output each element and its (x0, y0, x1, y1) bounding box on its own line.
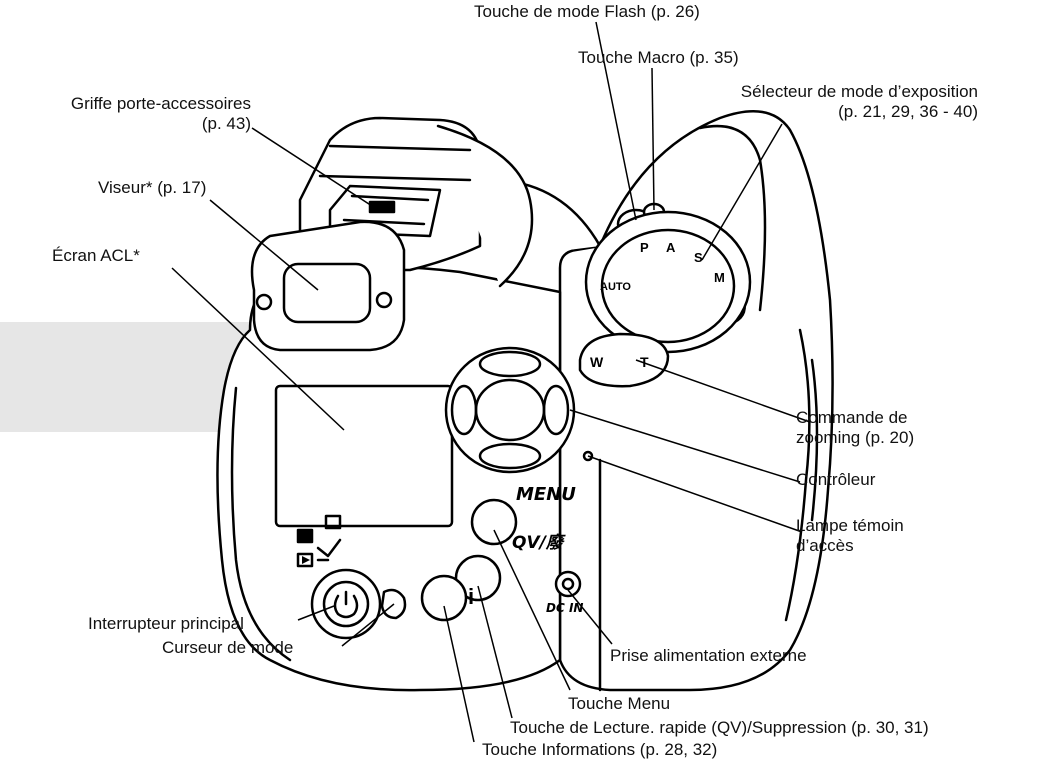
playback-mode-icon (296, 552, 314, 568)
label-menu-button: Touche Menu (568, 694, 671, 713)
leader-lamp (587, 455, 803, 533)
info-marking: i (468, 584, 474, 609)
label-viewfinder: Viseur* (p. 17) (98, 178, 207, 197)
label-lcd-screen: Écran ACL* (52, 246, 140, 265)
leader-shoe (251, 127, 373, 207)
dial-auto-marking: AUTO (600, 281, 631, 293)
label-accessory-shoe: Griffe porte-accessoires (p. 43) (70, 94, 251, 133)
viewfinder-window (282, 262, 372, 324)
label-mode-slider: Curseur de mode (162, 638, 294, 657)
dial-p-marking: P (640, 240, 649, 255)
leader-viewfinder (209, 199, 319, 291)
leader-menu (493, 529, 571, 691)
leader-exposure (701, 123, 783, 261)
dial-m-marking: M (714, 270, 725, 285)
zoom-w-marking: W (590, 354, 604, 370)
label-main-switch: Interrupteur principal (88, 614, 244, 633)
dial-a-marking: A (666, 240, 676, 255)
lcd-screen (274, 384, 454, 528)
label-qv-delete-button: Touche de Lecture. rapide (QV)/Suppressi… (510, 718, 929, 737)
access-lamp (582, 450, 594, 462)
leader-qvdel (477, 585, 513, 719)
label-exposure-dial: Sélecteur de mode d’exposition (p. 21, 2… (740, 82, 978, 121)
qv-marking: QV/廢 (512, 533, 566, 553)
leader-mode (341, 603, 395, 647)
dial-s-marking: S (694, 250, 703, 265)
zoom-lever (578, 332, 670, 388)
zoom-t-marking: T (640, 354, 649, 370)
label-controller: Contrôleur (796, 470, 876, 489)
record-mode-icon (296, 528, 314, 544)
leader-info (443, 605, 475, 743)
leader-power (297, 605, 335, 621)
menu-button (470, 498, 518, 546)
label-zoom-lever: Commande de zooming (p. 20) (796, 408, 915, 447)
dc-in-marking: DC IN (546, 601, 583, 615)
leader-flash (595, 21, 637, 221)
label-flash-button: Touche de mode Flash (p. 26) (474, 2, 700, 21)
leader-controller (569, 409, 801, 483)
label-dc-input: Prise alimentation externe (610, 646, 807, 665)
leader-lcd (171, 267, 345, 431)
leader-dcin (567, 589, 613, 645)
label-access-lamp: Lampe témoin d’accès (796, 516, 904, 555)
info-button (420, 574, 468, 622)
leader-zoom (635, 359, 811, 423)
dc-in-port (554, 570, 582, 598)
label-macro-button: Touche Macro (p. 35) (578, 48, 739, 67)
leader-macro (651, 67, 655, 211)
controller-center (474, 378, 546, 442)
label-info-button: Touche Informations (p. 28, 32) (482, 740, 718, 759)
menu-marking: MENU (516, 484, 576, 505)
qv-delete-button (454, 554, 502, 602)
